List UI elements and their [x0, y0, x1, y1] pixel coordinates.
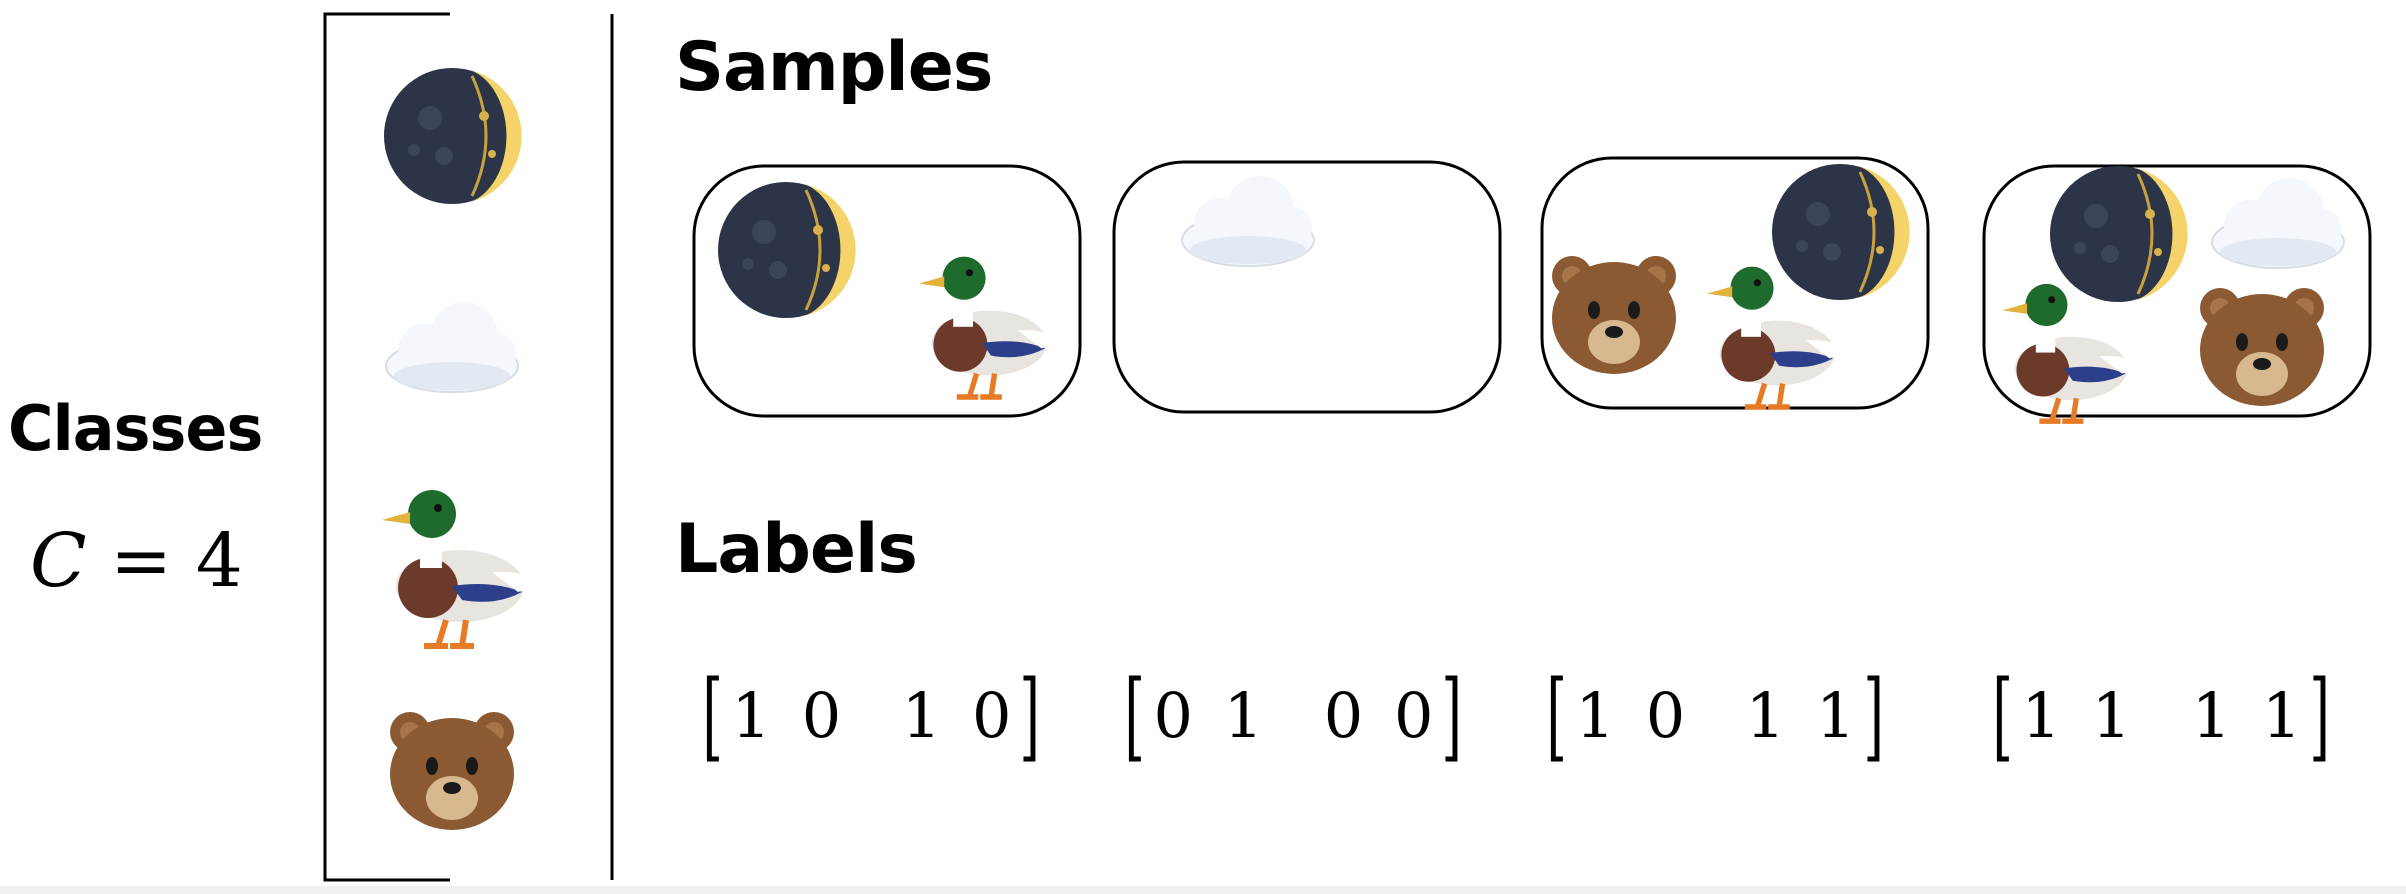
label-digit: 0 — [1323, 679, 1364, 752]
sample-3 — [1540, 156, 1930, 410]
label-vector-1: [ 1 0 1 0 ] — [702, 660, 1041, 772]
class-item-moon — [382, 66, 524, 206]
label-vector-2: [ 0 1 0 0 ] — [1124, 660, 1463, 772]
sample-box — [1112, 160, 1502, 414]
label-digit: 1 — [1575, 679, 1615, 752]
sample-box — [1540, 156, 1930, 410]
duck-icon — [382, 490, 534, 646]
classes-count-variable: C — [30, 518, 87, 604]
bottom-strip — [0, 886, 2406, 894]
classes-bracket — [323, 12, 450, 882]
class-item-cloud — [385, 301, 519, 393]
classes-count: C = 4 — [30, 524, 243, 598]
bear-icon — [2200, 288, 2324, 406]
label-digit: 1 — [1816, 679, 1856, 752]
duck-icon — [919, 257, 1056, 397]
label-vector-4: [ 1 1 1 1 ] — [1992, 660, 2331, 772]
label-digit: 0 — [801, 679, 842, 752]
moon-icon — [716, 180, 858, 320]
classes-title: Classes — [8, 392, 263, 465]
label-digit: 0 — [1153, 679, 1193, 752]
sample-box — [692, 164, 1082, 418]
label-digit: 1 — [731, 679, 771, 752]
labels-title: Labels — [675, 510, 918, 589]
sample-box — [1982, 164, 2372, 418]
cloud-icon — [385, 301, 519, 393]
label-digit: 0 — [972, 679, 1012, 752]
duck-icon — [2002, 284, 2136, 421]
cloud-icon — [1181, 175, 1315, 267]
label-digit: 1 — [2262, 679, 2302, 752]
sample-1 — [692, 164, 1082, 418]
label-digit: 0 — [1645, 679, 1686, 752]
bear-icon — [390, 712, 514, 830]
label-digit: 1 — [2191, 679, 2232, 752]
sample-4 — [1982, 164, 2372, 421]
classes-count-value: 4 — [195, 518, 243, 604]
class-item-duck — [382, 490, 534, 646]
moon-icon — [2048, 164, 2190, 304]
sample-2 — [1112, 160, 1502, 414]
bear-icon — [1552, 256, 1676, 374]
moon-icon — [1770, 162, 1912, 302]
cloud-icon — [2211, 177, 2345, 269]
label-digit: 1 — [1745, 679, 1786, 752]
moon-icon — [382, 66, 524, 206]
label-digit: 1 — [901, 679, 942, 752]
classes-count-equals: = — [86, 518, 196, 604]
label-digit: 0 — [1394, 679, 1434, 752]
label-digit: 1 — [1223, 679, 1264, 752]
label-vector-3: [ 1 0 1 1 ] — [1546, 660, 1885, 772]
label-digit: 1 — [2021, 679, 2061, 752]
class-item-bear — [390, 712, 514, 830]
samples-title: Samples — [675, 28, 993, 107]
label-digit: 1 — [2091, 679, 2132, 752]
